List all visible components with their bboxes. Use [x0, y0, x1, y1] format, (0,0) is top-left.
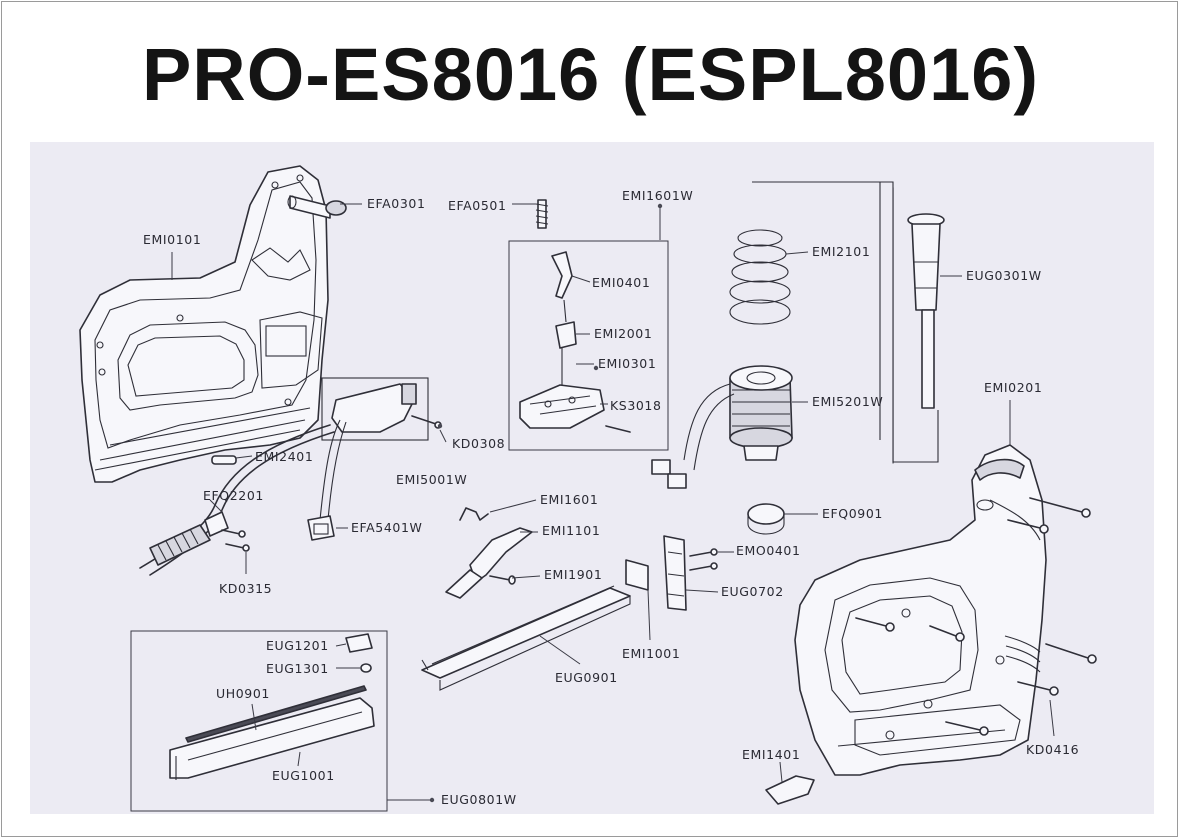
- part-kd0308: [411, 415, 442, 429]
- part-eug0801w-magazine: [130, 630, 388, 812]
- label-emi1901: EMI1901: [544, 567, 602, 582]
- part-emi1401: [765, 775, 815, 805]
- label-emi1001: EMI1001: [622, 646, 680, 661]
- label-efa0501: EFA0501: [448, 198, 507, 213]
- label-eug0901: EUG0901: [555, 670, 618, 685]
- housing-right-part: [794, 444, 1047, 776]
- label-efq2201: EFQ2201: [203, 488, 264, 503]
- label-emi2401: EMI2401: [255, 449, 313, 464]
- part-emi1101: [469, 527, 533, 583]
- label-emi1601: EMI1601: [540, 492, 598, 507]
- label-emi0301: EMI0301: [598, 356, 656, 371]
- label-efa5401w: EFA5401W: [351, 520, 422, 535]
- label-emi0401: EMI0401: [592, 275, 650, 290]
- label-emo0401: EMO0401: [736, 543, 801, 558]
- label-eug1201: EUG1201: [266, 638, 329, 653]
- label-emi2001: EMI2001: [594, 326, 652, 341]
- label-eug0301w: EUG0301W: [966, 268, 1042, 283]
- label-eug1001: EUG1001: [272, 768, 335, 783]
- label-efa0301: EFA0301: [367, 196, 426, 211]
- label-emi0201: EMI0201: [984, 380, 1042, 395]
- label-ks3018: KS3018: [610, 398, 662, 413]
- housing-left-part: [79, 165, 329, 483]
- label-emi0101: EMI0101: [143, 232, 201, 247]
- part-eug0901: [421, 585, 631, 691]
- label-efq0901: EFQ0901: [822, 506, 883, 521]
- label-kd0308: KD0308: [452, 436, 505, 451]
- part-emi1001: [625, 559, 649, 591]
- part-kd0315: [221, 529, 250, 552]
- part-emi5001w: [319, 377, 429, 521]
- part-eug0301w: [880, 181, 945, 464]
- part-emi2101-spring: [729, 229, 791, 325]
- part-efq0901: [747, 503, 785, 535]
- part-emo0401: [689, 548, 718, 571]
- label-emi5201w: EMI5201W: [812, 394, 883, 409]
- label-emi5001w: EMI5001W: [396, 472, 467, 487]
- label-eug0801w: EUG0801W: [441, 792, 517, 807]
- part-emi2401: [211, 455, 237, 465]
- label-eug1301: EUG1301: [266, 661, 329, 676]
- label-emi2101: EMI2101: [812, 244, 870, 259]
- page-title: PRO-ES8016 (ESPL8016): [141, 33, 1040, 116]
- label-emi1401: EMI1401: [742, 747, 800, 762]
- part-emi1601w-assembly: [508, 199, 669, 451]
- label-uh0901: UH0901: [216, 686, 270, 701]
- label-eug0702: EUG0702: [721, 584, 784, 599]
- label-kd0416: KD0416: [1026, 742, 1079, 757]
- leader-lines: [171, 203, 1055, 803]
- label-emi1601w: EMI1601W: [622, 188, 693, 203]
- label-emi1101: EMI1101: [542, 523, 600, 538]
- part-efa5401w: [307, 515, 335, 541]
- part-kd0416-screws: [855, 497, 1097, 736]
- part-emi5201w-coil: [651, 181, 881, 489]
- part-eug0702: [663, 535, 687, 611]
- label-kd0315: KD0315: [219, 581, 272, 596]
- part-emi1601: [459, 507, 489, 521]
